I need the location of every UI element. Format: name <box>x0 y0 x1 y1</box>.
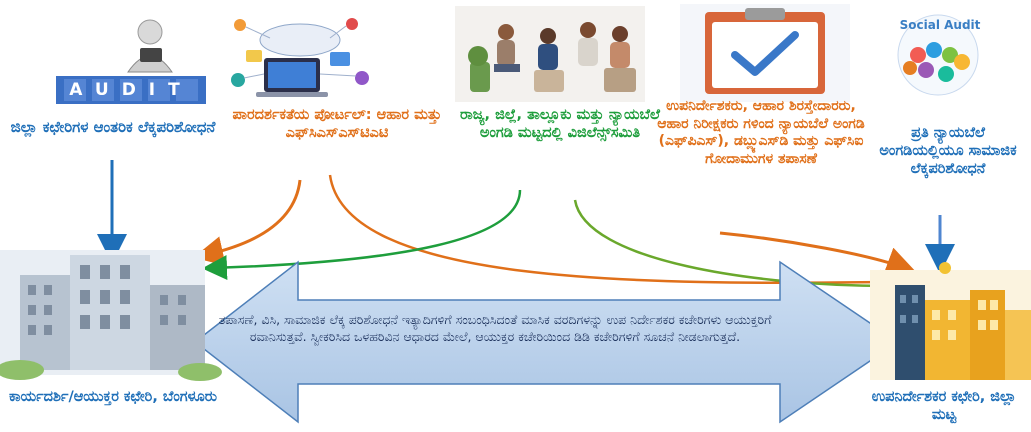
inspection-label: ಉಪನಿರ್ದೇಶಕರು, ಆಹಾರ ಶಿರಸ್ತೇದಾರರು, ಆಹಾರ ನಿ… <box>657 98 865 167</box>
vigilance-to-commissioner-arrow <box>202 189 522 281</box>
district-audit-label: ಜಿಲ್ಲಾ ಕಛೇರಿಗಳ ಆಂತರಿಕ ಲೆಕ್ಕಪರಿಶೋಧನೆ <box>10 118 216 136</box>
social-audit-label: ಪ್ರತಿ ನ್ಯಾಯಬೆಲೆ ಅಂಗಡಿಯಲ್ಲಿಯೂ ಸಾಮಾಜಿಕ ಲೆಕ… <box>879 125 1017 178</box>
portal-to-commissioner-arrow <box>193 179 302 266</box>
report-flow-text: ತಪಾಸಣೆ, ವಿಸಿ, ಸಾಮಾಜಿಕ ಲೆಕ್ಕ ಪರಿಶೋಧನೆ ಇತ್… <box>218 312 772 344</box>
audit-icon <box>56 19 206 104</box>
network-icon <box>231 18 369 97</box>
portal-to-deputy-arrow <box>328 174 905 295</box>
checklist-icon <box>680 4 850 102</box>
deputy-office-building <box>870 262 1031 380</box>
vigilance-to-deputy-arrow <box>573 199 898 299</box>
commissioner-office-label: ಕಾರ್ಯದರ್ಶಿ/ಆಯುಕ್ತರ ಕಛೇರಿ, ಬೆಂಗಳೂರು <box>8 389 218 405</box>
social-audit-icon <box>897 14 979 96</box>
deputy-director-office-label: ಉಪನಿರ್ದೇಶಕರ ಕಛೇರಿ, ಜಿಲ್ಲಾ ಮಟ್ಟ <box>871 389 1017 424</box>
transparency-portal-label: ಪಾರದರ್ಶಕತೆಯ ಪೋರ್ಟಲ್: ಆಹಾರ ಮತ್ತು ಎಫ್‌ಸಿಎಸ… <box>232 107 442 142</box>
social-audit-icon-text: Social Audit <box>899 18 981 32</box>
vigilance-committee-label: ರಾಜ್ಯ, ಜಿಲ್ಲೆ, ತಾಲ್ಲೂಕು ಮತ್ತು ನ್ಯಾಯಬೆಲೆ … <box>460 107 660 142</box>
audit-icon-text: AUDIT <box>69 80 193 100</box>
meeting-icon <box>455 6 645 102</box>
inspection-to-deputy-arrow <box>719 231 917 276</box>
commissioner-office-building <box>0 250 222 381</box>
